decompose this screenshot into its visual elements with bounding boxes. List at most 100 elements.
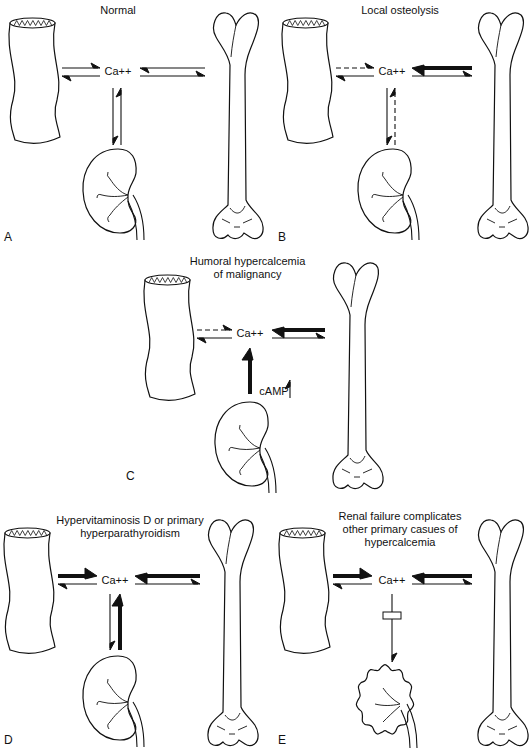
- flux-arrow: [242, 348, 253, 394]
- arrow-shaft: [412, 583, 470, 584]
- arrow-shaft: [278, 328, 325, 332]
- intestine-villi: [9, 531, 47, 536]
- arrow-head: [223, 325, 232, 330]
- arrow-head: [463, 579, 472, 584]
- femur-drawing: [208, 520, 258, 746]
- intestine-outline: [282, 23, 333, 143]
- intestine-lumen: [283, 18, 328, 28]
- arrow-head: [91, 63, 100, 68]
- intestine-drawing: [144, 275, 195, 400]
- kidney-drawing: [83, 656, 144, 747]
- intestine-villi: [287, 21, 325, 26]
- shrunken-kidney-drawing: [356, 665, 417, 748]
- femur-drawing: [478, 520, 528, 746]
- ureter: [128, 195, 144, 240]
- arrow-head: [113, 136, 118, 145]
- intestine-lumen: [145, 275, 190, 285]
- intestine-drawing: [279, 528, 330, 653]
- panel-title: Local osteolysis: [330, 4, 470, 17]
- flux-arrow: [390, 88, 395, 145]
- panel-title: Humoral hypercalcemia of malignancy: [185, 255, 310, 281]
- femur-detail: [222, 25, 252, 227]
- flux-arrow: [62, 76, 100, 81]
- ureter: [260, 448, 276, 493]
- arrow-head: [463, 71, 472, 76]
- ion-label: Ca++: [230, 327, 270, 340]
- femur-outline: [213, 13, 263, 239]
- femur-outline: [478, 520, 528, 746]
- femur-detail: [487, 25, 517, 227]
- kidney-outline: [215, 402, 268, 486]
- ion-label: Ca++: [95, 574, 135, 587]
- panel-title: Renal failure complicates other primary …: [325, 510, 475, 549]
- femur-outline: [333, 263, 383, 489]
- flux-arrow: [333, 568, 372, 579]
- flux-arrow: [336, 63, 374, 68]
- flux-arrow: [135, 579, 200, 584]
- kidney-calyces: [97, 679, 128, 729]
- ureter: [128, 702, 144, 747]
- panel-title: Normal: [58, 4, 178, 17]
- panel-letter: C: [126, 470, 146, 483]
- flux-arrow: [412, 573, 472, 584]
- kidney-calyces: [97, 172, 128, 222]
- kidney-outline: [83, 656, 136, 740]
- intestine-lumen: [10, 18, 55, 28]
- flux-arrow: [58, 584, 97, 589]
- intestine-outline: [9, 23, 60, 143]
- arrow-head: [62, 76, 71, 81]
- blockade-bar: [383, 612, 401, 619]
- panel-letter: B: [278, 231, 298, 244]
- arrow-head: [387, 136, 392, 145]
- panel-letter: E: [278, 734, 298, 747]
- arrow-head: [390, 88, 395, 97]
- flux-arrow: [112, 594, 123, 650]
- kidney-drawing: [358, 149, 419, 240]
- flux-arrow: [58, 568, 97, 579]
- ureter: [401, 704, 417, 748]
- femur-detail: [217, 532, 247, 734]
- ureter: [403, 195, 419, 240]
- flux-arrow: [272, 333, 325, 338]
- kidney-drawing: [83, 149, 144, 240]
- arrow-head: [110, 641, 115, 650]
- arrow-head: [360, 568, 372, 579]
- arrow-head: [112, 594, 123, 606]
- kidney-outline: [83, 149, 136, 233]
- intestine-outline: [279, 533, 330, 653]
- arrow-head: [85, 568, 97, 579]
- ion-label: Ca++: [372, 574, 412, 587]
- intestine-lumen: [280, 528, 325, 538]
- arrow-shaft: [135, 583, 198, 584]
- arrow-head: [365, 63, 374, 68]
- intestine-villi: [284, 531, 322, 536]
- arrow-shaft: [109, 594, 110, 648]
- panel-title: Hypervitaminosis D or primary hyperparat…: [55, 514, 205, 540]
- kidney-calyces: [375, 688, 400, 722]
- arrow-shaft: [335, 583, 372, 584]
- arrow-shaft: [272, 337, 323, 338]
- arrow-shaft: [394, 90, 395, 145]
- intestine-outline: [144, 280, 195, 400]
- flux-arrow: [333, 584, 372, 589]
- intestine-drawing: [4, 528, 55, 653]
- arrow-head: [392, 653, 397, 662]
- arrow-head: [197, 338, 206, 343]
- arrow-shaft: [418, 66, 472, 70]
- panel-letter: D: [4, 734, 24, 747]
- ion-label: Ca++: [372, 65, 412, 78]
- femur-drawing: [478, 13, 528, 239]
- arrow-head: [242, 348, 253, 360]
- intestine-lumen: [5, 528, 50, 538]
- femur-drawing: [333, 263, 383, 489]
- flux-arrow: [412, 71, 472, 76]
- kidney-calyces: [229, 425, 260, 475]
- arrow-shaft: [142, 67, 205, 68]
- flux-arrow: [336, 76, 374, 81]
- kidney-drawing: [215, 402, 276, 493]
- arrow-shaft: [120, 90, 121, 145]
- arrow-head: [196, 71, 205, 76]
- arrow-shaft: [141, 574, 200, 578]
- arrow-head: [135, 573, 147, 584]
